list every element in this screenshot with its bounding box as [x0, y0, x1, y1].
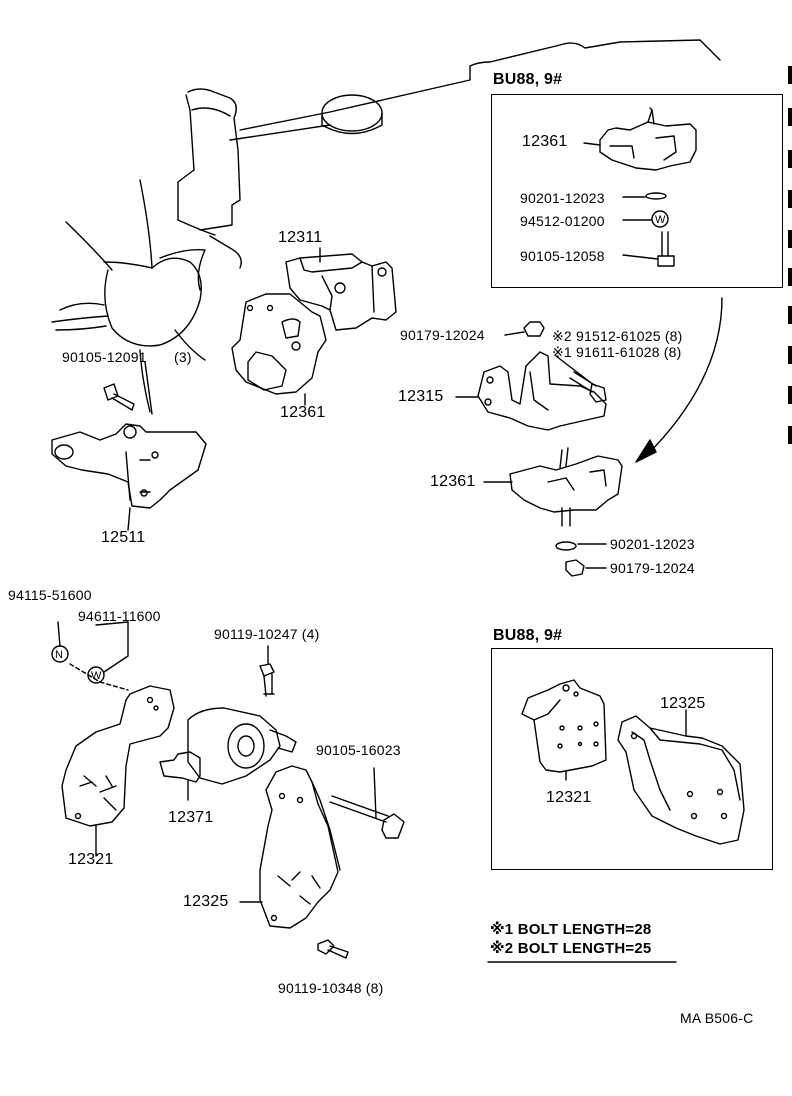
- leader-12361-box: [583, 142, 601, 146]
- diagram-code: MA B506-C: [680, 1010, 754, 1026]
- label-12325-box: 12325: [660, 695, 706, 712]
- label-94611-11600: 94611-11600: [78, 608, 161, 624]
- edge-mark: [788, 306, 792, 324]
- edge-mark: [788, 150, 792, 168]
- bracket-12321-box: [521, 679, 607, 781]
- bracket-12325-left: [239, 765, 341, 929]
- insulator-12361-box: [599, 107, 697, 171]
- bracket-12315: [477, 351, 607, 431]
- bushing-12371: [159, 707, 297, 801]
- label-90119-10247: 90119-10247 (4): [214, 626, 320, 642]
- edge-mark: [788, 386, 792, 404]
- bracket-12321-left: [61, 685, 175, 827]
- washer-letter-w: W: [91, 670, 102, 682]
- label-90105-12091: 90105-12091: [62, 349, 147, 365]
- label-12371: 12371: [168, 809, 214, 826]
- edge-mark: [788, 108, 792, 126]
- label-90105-12058-box: 90105-12058: [520, 248, 605, 264]
- label-12321-box: 12321: [546, 789, 592, 806]
- label-12361-lower: 12361: [430, 473, 476, 490]
- bracket-12511: [51, 423, 207, 509]
- edge-mark: [788, 230, 792, 248]
- bolt-90119-10348: [317, 939, 349, 959]
- label-12361-box: 12361: [522, 133, 568, 150]
- edge-mark: [788, 66, 792, 84]
- edge-mark: [788, 268, 792, 286]
- label-12325-left: 12325: [183, 893, 229, 910]
- bolt-90105-16023: [329, 767, 405, 839]
- bolt-90105-12058-box: [622, 231, 675, 267]
- label-90179-12024-a: 90179-12024: [400, 327, 485, 343]
- label-12311: 12311: [278, 229, 323, 246]
- fan-outline: [51, 179, 206, 413]
- leader-90105-12091: [144, 361, 153, 415]
- insulator-12361-main: [231, 293, 327, 395]
- note-bolt-length-2: ※2 BOLT LENGTH=25: [490, 940, 652, 957]
- washers-n-w: [51, 621, 129, 691]
- label-90105-16023: 90105-16023: [316, 742, 401, 758]
- bracket-12325-box: [617, 709, 745, 845]
- bolt-90119-10247: [259, 645, 275, 697]
- label-90201-12023-lower: 90201-12023: [610, 536, 695, 552]
- label-12511: 12511: [101, 529, 146, 546]
- label-90201-12023-box: 90201-12023: [520, 190, 605, 206]
- label-94512-01200-box: 94512-01200: [520, 213, 605, 229]
- edge-mark: [788, 190, 792, 208]
- engine-mount-12311: [285, 253, 397, 331]
- label-12321-left: 12321: [68, 851, 114, 868]
- washer-letter-n: N: [55, 649, 64, 661]
- label-91611-61028: ※1 91611-61028 (8): [552, 344, 682, 360]
- label-90179-12024-lower: 90179-12024: [610, 560, 695, 576]
- note-bolt-length-1: ※1 BOLT LENGTH=28: [490, 921, 652, 938]
- variant-box-top: [491, 94, 783, 288]
- label-90105-12091-qty: (3): [174, 349, 192, 365]
- label-90119-10348: 90119-10348 (8): [278, 980, 384, 996]
- edge-mark: [788, 426, 792, 444]
- variant-title-top: BU88, 9#: [493, 71, 563, 88]
- edge-mark: [788, 346, 792, 364]
- variant-box-bottom: [491, 648, 773, 870]
- washer-90201-12023-lower: [555, 541, 607, 551]
- nut-90179-12024-a: [504, 321, 545, 337]
- label-91512-61025: ※2 91512-61025 (8): [552, 328, 683, 344]
- bolt-90105-12091: [103, 383, 135, 411]
- variant-title-bottom: BU88, 9#: [493, 627, 563, 644]
- bolt-91611-61028: [555, 355, 607, 403]
- insulator-12361-lower: [509, 447, 623, 527]
- washer-letter-w-box: W: [655, 214, 666, 226]
- label-94115-51600: 94115-51600: [8, 587, 92, 603]
- nut-90179-12024-lower: [565, 559, 607, 577]
- washer-90201-12023-box: [622, 192, 667, 200]
- label-12315: 12315: [398, 388, 444, 405]
- engine-outline: [177, 39, 721, 269]
- leader-12511: [127, 507, 131, 531]
- washer-94512-01200-box: [622, 210, 669, 228]
- label-12361-main: 12361: [280, 404, 326, 421]
- transfer-arrow: [635, 297, 723, 463]
